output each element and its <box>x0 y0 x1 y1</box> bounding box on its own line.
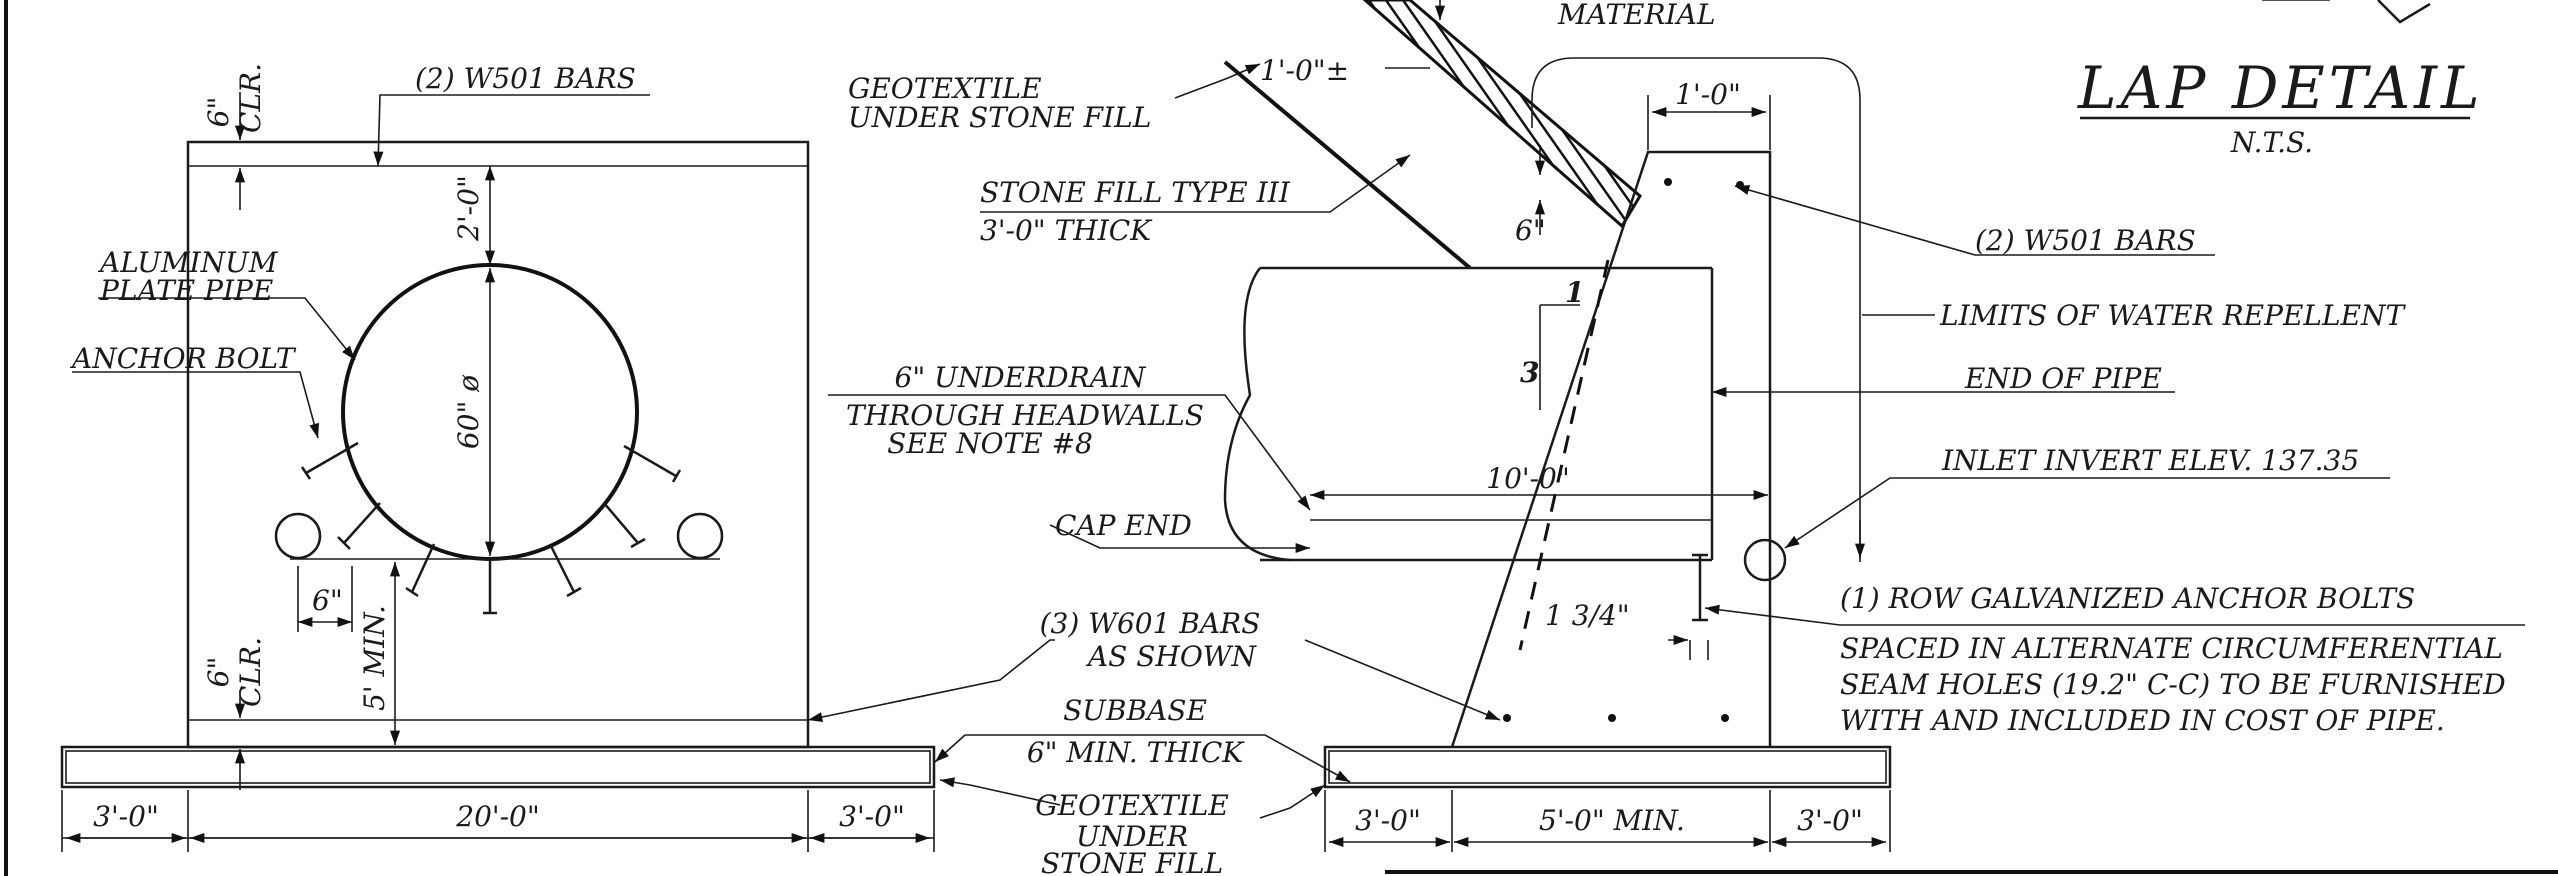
note-inlet-invert: INLET INVERT ELEV. 137.35 <box>1941 444 2359 477</box>
clr-top-label: CLR. <box>234 63 267 133</box>
pipe-label-2: PLATE PIPE <box>99 274 273 307</box>
min-5ft: 5' MIN. <box>358 605 391 711</box>
stone-fill-hatch <box>1362 0 1642 229</box>
dim-center-20ft: 20'-0" <box>455 800 539 833</box>
dim-6-right: 6" <box>1515 214 1546 247</box>
underdrain-label-3: SEE NOTE #8 <box>887 427 1093 460</box>
inlet-invert-circle <box>1743 538 1787 582</box>
dim-6-horiz: 6" <box>312 584 343 617</box>
slope-dashed-line <box>1518 259 1610 651</box>
dim-1ft: 1'-0" <box>1675 78 1741 111</box>
stone-fill-label-2: 3'-0" THICK <box>980 214 1153 247</box>
geotextile-bottom-2: UNDER <box>1076 820 1188 853</box>
note-end-of-pipe: END OF PIPE <box>1964 362 2162 395</box>
note-anchor-2: SPACED IN ALTERNATE CIRCUMFERENTIAL <box>1840 632 2503 665</box>
geotextile-bottom-3: STONE FILL <box>1041 847 1223 876</box>
rebar-dots <box>1503 178 1744 722</box>
geotextile-label-2: UNDER STONE FILL <box>848 101 1151 134</box>
dim-5ft-min: 5'-0" MIN. <box>1539 804 1685 837</box>
dim-3ft-b: 3'-0" <box>1797 804 1863 837</box>
water-repellent-limit <box>1531 57 1861 562</box>
dim-1-3-4: 1 3/4" <box>1545 599 1630 632</box>
geotextile-bottom-1: GEOTEXTILE <box>1035 789 1229 822</box>
note-anchor-3: SEAM HOLES (19.2" C-C) TO BE FURNISHED <box>1840 668 2506 701</box>
w601-label-1: (3) W601 BARS <box>1040 607 1261 640</box>
underdrain-label-2: THROUGH HEADWALLS <box>846 399 1204 432</box>
note-w501: (2) W501 BARS <box>1975 224 2196 257</box>
pipe-barrel <box>1260 266 1714 562</box>
stone-fill-label-1: STONE FILL TYPE III <box>980 176 1291 209</box>
wall-profile <box>1450 150 1772 748</box>
pipe-diameter: 60" ø <box>452 374 485 449</box>
right-footing-slab <box>1323 745 1892 789</box>
dim-2ft: 2'-0" <box>452 175 485 242</box>
subbase-label-1: SUBBASE <box>1063 694 1207 727</box>
bottom-dimension-string <box>61 790 935 852</box>
dim-3ft-a: 3'-0" <box>1355 804 1421 837</box>
w601-label-2: AS SHOWN <box>1085 640 1258 673</box>
north-arrow-fragment <box>2377 0 2431 24</box>
slope-1: 1 <box>1565 276 1584 309</box>
cap-end-label: CAP END <box>1055 509 1192 542</box>
sheet-frame <box>4 0 2558 876</box>
note-anchor-1: (1) ROW GALVANIZED ANCHOR BOLTS <box>1840 582 2415 615</box>
w501-left-label: (2) W501 BARS <box>415 62 636 95</box>
dim-left-3ft: 3'-0" <box>93 800 159 833</box>
underdrain-label-1: 6" UNDERDRAIN <box>895 361 1147 394</box>
underdrain-circle-right <box>676 512 724 560</box>
drawing-scale: N.T.S. <box>2230 126 2313 159</box>
right-bottom-dimension-string <box>1324 790 1891 852</box>
material-label: MATERIAL <box>1557 0 1715 31</box>
middle-leaders <box>807 63 1501 819</box>
clr-bot-label: CLR. <box>234 637 267 707</box>
clr-bot-dim: 6" <box>202 657 235 688</box>
anchor-bolt-label: ANCHOR BOLT <box>69 342 297 375</box>
anchor-bolts <box>300 441 682 615</box>
headwall-outline <box>186 140 810 749</box>
subbase-label-2: 6" MIN. THICK <box>1027 736 1245 769</box>
note-limits: LIMITS OF WATER REPELLENT <box>1939 299 2407 332</box>
headwall-section <box>1223 0 2525 852</box>
drawing-title: LAP DETAIL <box>2077 54 2484 122</box>
dim-right-3ft: 3'-0" <box>839 800 905 833</box>
note-anchor-4: WITH AND INCLUDED IN COST OF PIPE. <box>1840 704 2445 737</box>
geotextile-label-1: GEOTEXTILE <box>848 72 1042 105</box>
geotextile-slope-line <box>1223 60 1472 270</box>
underdrain-circle-left <box>274 512 322 560</box>
pipe-label-1: ALUMINUM <box>97 246 279 279</box>
dim-10ft: 10'-0" <box>1486 462 1569 495</box>
dim-1ft-pm: 1'-0"± <box>1260 54 1349 87</box>
slope-3: 3 <box>1520 356 1539 389</box>
headwall-elevation <box>60 92 936 852</box>
footing-slab <box>60 745 936 789</box>
pipe-cap-end <box>1223 267 1291 562</box>
clr-top-dim: 6" <box>202 97 235 128</box>
